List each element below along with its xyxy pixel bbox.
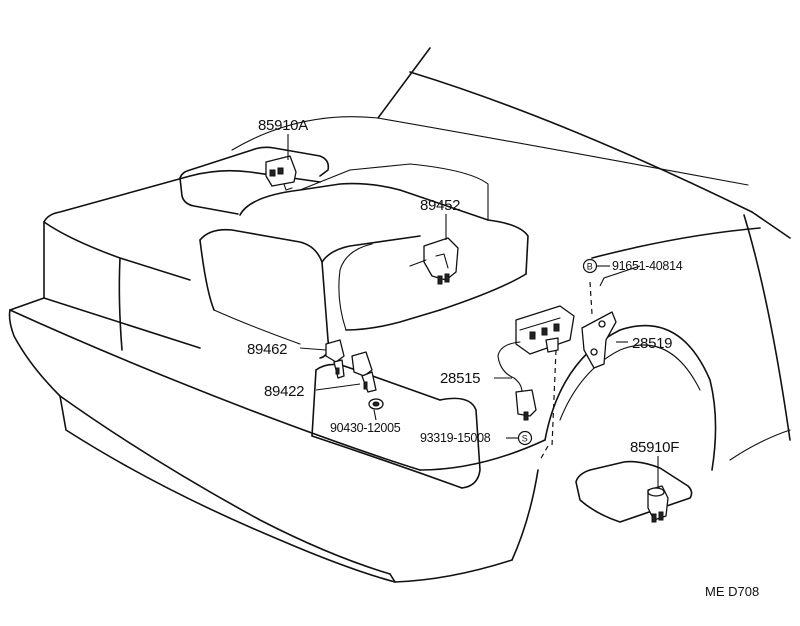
gasket-90430-drawing [368, 398, 384, 410]
switch-28515-drawing [497, 305, 575, 421]
part-labels: 85910A 89452 91651-40814 28519 89462 285… [247, 117, 683, 456]
label-89452: 89452 [420, 197, 460, 214]
symbol-s-letter: S [522, 433, 528, 443]
relay-pad-lower [575, 460, 693, 523]
car-body-outline [8, 47, 791, 583]
label-28515: 28515 [440, 370, 480, 387]
bracket-28519-drawing [581, 311, 617, 369]
fastener-symbol-s: S [517, 430, 533, 446]
fastener-symbol-b: B [582, 258, 598, 274]
diagram-code: ME D708 [705, 584, 759, 599]
sensor-89422-drawing [351, 351, 377, 393]
relay-85910f-drawing [647, 485, 669, 523]
label-91651-40814: 91651-40814 [612, 259, 683, 273]
label-28519: 28519 [632, 335, 672, 352]
label-85910a: 85910A [258, 117, 308, 134]
sensor-89452-drawing [409, 237, 459, 285]
assembly-dashed-lines [539, 281, 593, 461]
label-89462: 89462 [247, 341, 287, 358]
label-85910f: 85910F [630, 439, 679, 456]
leader-lines [287, 134, 659, 488]
label-93319-15008: 93319-15008 [420, 431, 491, 445]
label-89422: 89422 [264, 383, 304, 400]
label-90430-12005: 90430-12005 [330, 421, 401, 435]
sensor-89462-drawing [325, 339, 345, 379]
relay-pad-upper [179, 146, 330, 215]
relay-85910a-drawing [265, 155, 297, 191]
symbol-b-letter: B [587, 261, 593, 271]
